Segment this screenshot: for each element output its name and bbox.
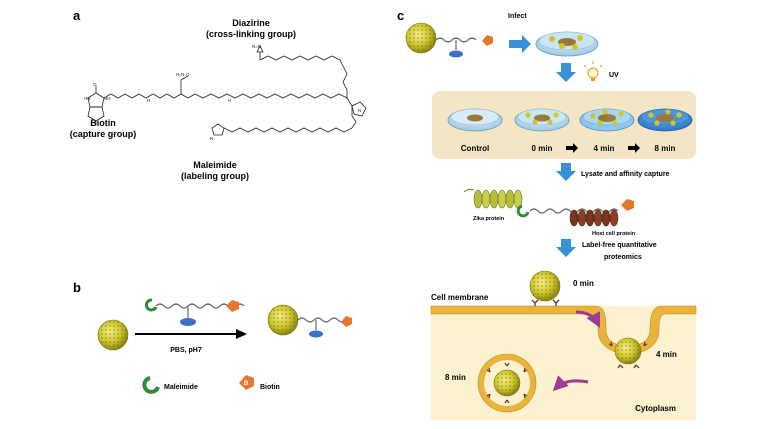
panel-a-letter: a (73, 8, 81, 23)
time-8-label: 8 min (655, 144, 676, 153)
probe-molecule-b (144, 298, 245, 326)
panel-c: c Infect (397, 8, 697, 420)
panel-b: b PBS, pH7 Maleimide (73, 280, 352, 394)
dish-4min (579, 108, 635, 132)
lysine-chain (152, 93, 196, 99)
svg-text:H₂N: H₂N (176, 72, 184, 77)
cytoplasm-label: Cytoplasm (635, 404, 676, 413)
dish-0min (514, 108, 570, 132)
labeled-virus-c (405, 22, 493, 58)
virus-endocytosis-4min (608, 337, 648, 369)
cell-time-8-label: 8 min (445, 373, 466, 382)
panel-b-letter: b (73, 280, 81, 295)
zika-protein-helix (463, 188, 523, 209)
time-4-label: 4 min (594, 144, 615, 153)
proteomics-label-line1: Label-free quantitative (582, 242, 657, 249)
svg-text:H: H (147, 98, 150, 103)
down-arrow-uv (556, 63, 576, 82)
maleimide-ring (211, 123, 225, 136)
biotin-thiophene-ring (87, 106, 105, 122)
endosome-8min (477, 353, 537, 413)
time-arrow-1 (566, 143, 578, 153)
time-0-label: 0 min (532, 144, 553, 153)
svg-text:N: N (210, 136, 213, 141)
time-arrow-2 (628, 143, 640, 153)
chemical-structure: O HN NH S H₂N O N=N N N H H (84, 44, 367, 141)
infected-dish (535, 31, 599, 57)
biotin-chain (103, 93, 154, 99)
svg-text:S: S (94, 120, 97, 125)
infect-label: Infect (508, 13, 527, 20)
cell-membrane (430, 305, 697, 355)
panel-a: a Diazirine (cross-linking group) Biotin… (70, 8, 367, 181)
proteomics-label-line2: proteomics (604, 254, 642, 261)
infect-arrow (509, 35, 531, 53)
cell-membrane-label: Cell membrane (431, 293, 489, 302)
svg-text:O: O (93, 82, 97, 87)
uv-label: UV (609, 72, 619, 79)
maleimide-label: Maleimide (193, 160, 237, 170)
biotin-icon (226, 300, 239, 312)
virus-particle-left (97, 319, 129, 351)
control-label: Control (461, 144, 489, 153)
svg-text:N: N (358, 108, 361, 113)
host-protein-helix (569, 209, 619, 227)
virus-particle-labeled (267, 304, 352, 338)
legend-maleimide-icon (142, 376, 160, 394)
cell-time-4-label: 4 min (656, 350, 677, 359)
host-protein-label: Host cell protein (592, 231, 636, 237)
virus-attached-0min (529, 270, 561, 306)
cell-time-0-label: 0 min (573, 279, 594, 288)
svg-text:H: H (228, 98, 231, 103)
biotin-role-label: (capture group) (70, 129, 137, 139)
diazirine-chain (259, 55, 341, 61)
legend-biotin-label: Biotin (260, 384, 280, 391)
maleimide-icon (144, 298, 158, 312)
panel-c-letter: c (397, 8, 404, 23)
uv-lamp-icon (583, 61, 603, 81)
reaction-condition: PBS, pH7 (170, 347, 202, 354)
biotin-ring (87, 92, 105, 108)
down-arrow-lysate (556, 163, 576, 181)
linker-arm (339, 59, 348, 98)
svg-text:NH: NH (104, 96, 111, 101)
protein-complex (463, 188, 634, 227)
diazirine-label: Diazirine (232, 18, 270, 28)
dish-8min (637, 108, 693, 132)
legend-biotin-icon (239, 375, 254, 390)
peg-chain-top (194, 93, 348, 99)
zika-protein-label: Zika protein (473, 216, 505, 222)
biotin-label: Biotin (90, 118, 116, 128)
peg-chain-bottom (223, 97, 357, 133)
curved-arrow-to-4min (575, 310, 601, 329)
diazirine-icon (180, 318, 196, 326)
svg-text:O: O (186, 72, 190, 77)
legend-maleimide-label: Maleimide (164, 384, 198, 391)
legend-biotin-glyph: B (244, 381, 249, 387)
lysate-label: Lysate and affinity capture (581, 171, 670, 178)
svg-text:N=N: N=N (252, 44, 261, 49)
succinimide-ring (351, 101, 367, 117)
diazirine-role-label: (cross-linking group) (206, 29, 296, 39)
curved-arrow-to-8min (552, 375, 589, 392)
maleimide-role-label: (labeling group) (181, 171, 249, 181)
down-arrow-proteomics (556, 239, 576, 257)
reaction-arrow-head (236, 329, 247, 339)
svg-text:HN: HN (84, 96, 91, 101)
dish-control (447, 108, 503, 132)
